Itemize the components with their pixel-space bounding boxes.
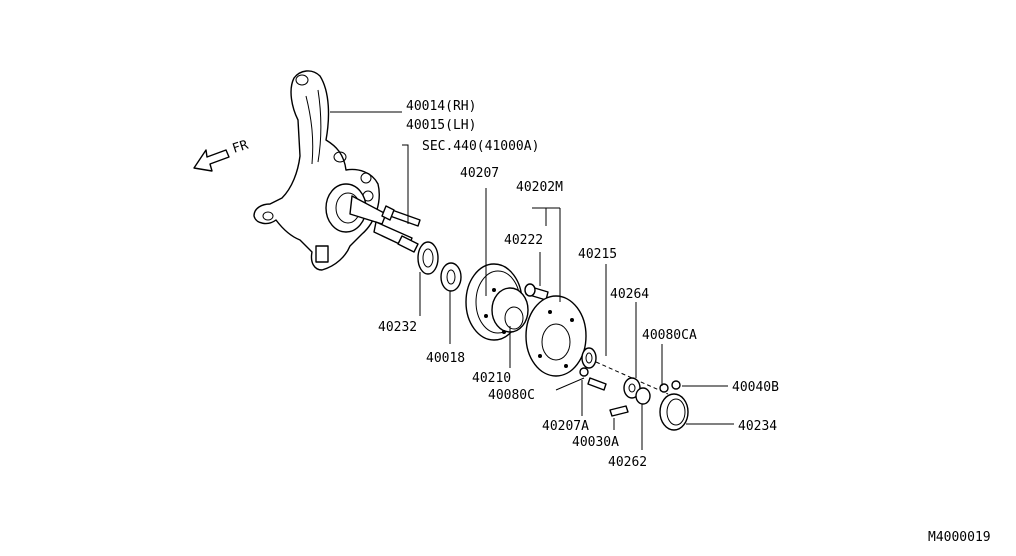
label-hub-assembly: 40202M	[516, 180, 563, 195]
diagram-id: M4000019	[928, 530, 991, 545]
brake-rotor	[465, 263, 529, 341]
hub-flange	[525, 295, 587, 377]
label-inner-seal: 40232	[378, 320, 417, 335]
label-hub: 40210	[472, 371, 511, 386]
label-brake-bolt: 40030A	[572, 435, 619, 450]
label-inner-washer: 40018	[426, 351, 465, 366]
small-fasteners	[579, 367, 629, 417]
label-grease-cap: 40234	[738, 419, 777, 434]
direction-label: FR	[231, 138, 251, 157]
label-knuckle-rh: 40014(RH)	[406, 99, 476, 114]
label-adjusting-nut: 40262	[608, 455, 647, 470]
inner-seal	[417, 241, 439, 275]
inner-washer	[440, 262, 462, 292]
label-outer-bearing: 40215	[578, 247, 617, 262]
label-rotor-bolt: 40207A	[542, 419, 589, 434]
sec-bolt	[381, 205, 421, 227]
label-cotter-pin: 40080CA	[642, 328, 697, 343]
label-washer-outer: 40264	[610, 287, 649, 302]
grease-cap	[659, 393, 689, 431]
label-lock-nut: 40040B	[732, 380, 779, 395]
outer-bearing	[581, 347, 597, 369]
label-rotor: 40207	[460, 166, 499, 181]
label-sec-ref: SEC.440(41000A)	[422, 139, 539, 154]
label-hub-bolt: 40222	[504, 233, 543, 248]
leader-lines	[330, 111, 734, 450]
hub-bolt	[524, 283, 549, 301]
label-hub-pin: 40080C	[488, 388, 535, 403]
steering-knuckle	[253, 70, 419, 271]
axis-line	[595, 361, 669, 395]
label-knuckle-lh: 40015(LH)	[406, 118, 476, 133]
front-direction-arrow	[193, 149, 230, 172]
